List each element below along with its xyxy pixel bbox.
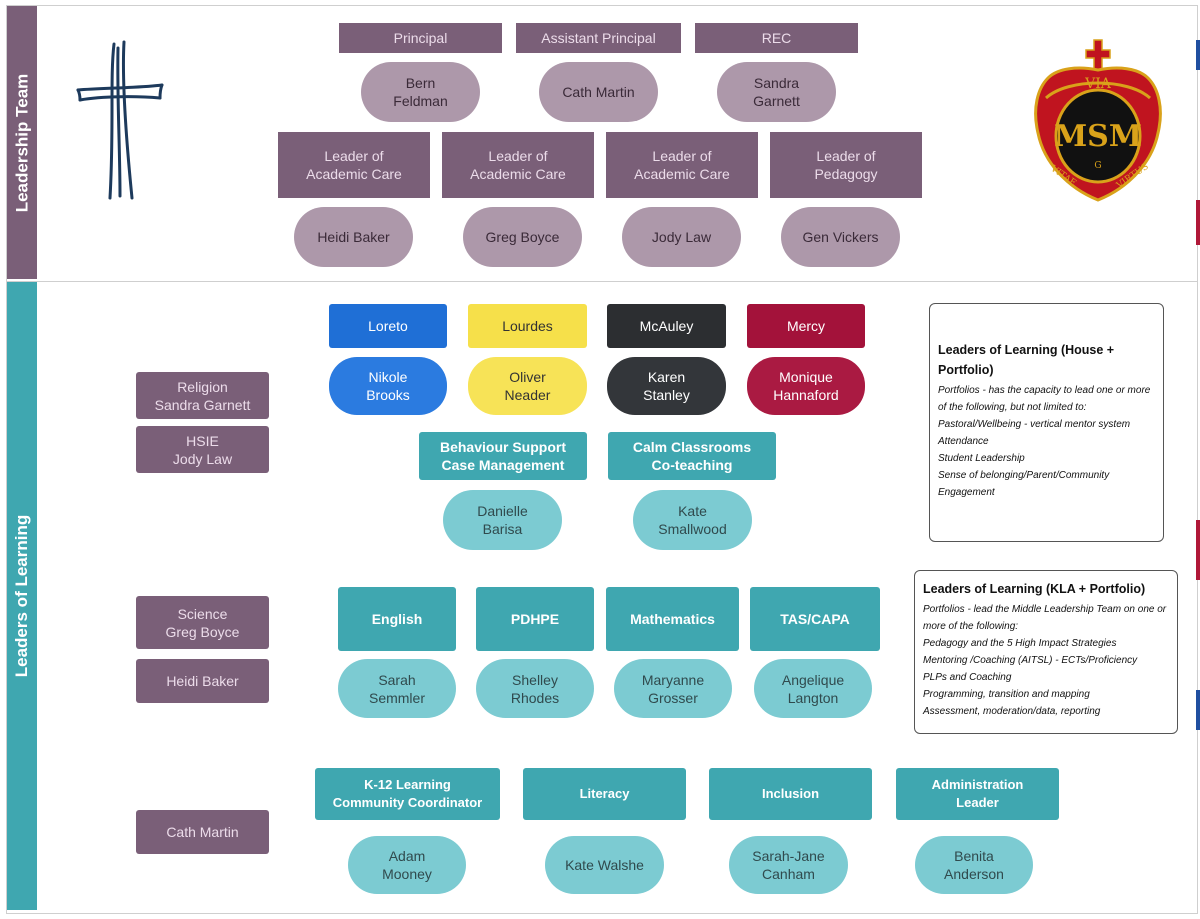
kla-tas-capa: TAS/CAPA <box>750 587 880 651</box>
person-inclusion: Sarah-Jane Canham <box>729 836 848 894</box>
info-box-line: Assessment, moderation/data, reporting <box>923 706 1101 717</box>
role-assistant-principal: Assistant Principal <box>516 23 681 53</box>
role-calm-classrooms: Calm Classrooms Co-teaching <box>608 432 776 480</box>
info-box-line: Portfolios - has the capacity to lead on… <box>938 385 1151 413</box>
svg-text:VIA: VIA <box>1084 76 1112 92</box>
role-leader-academic-care: Leader of Academic Care <box>278 132 430 198</box>
leaders-of-learning-sidebar: Leaders of Learning <box>7 282 37 910</box>
info-box-house-portfolio: Leaders of Learning (House + Portfolio) … <box>929 303 1164 542</box>
info-box-line: Student Leadership <box>938 453 1025 464</box>
info-box-line: Portfolios - lead the Middle Leadership … <box>923 604 1167 632</box>
role-k12-coordinator: K-12 Learning Community Coordinator <box>315 768 500 820</box>
edge-accent <box>1196 520 1200 580</box>
house-leader-mcauley: Karen Stanley <box>607 357 726 415</box>
dept-religion: Religion Sandra Garnett <box>136 372 269 419</box>
cross-logo-icon <box>76 40 164 200</box>
house-mcauley: McAuley <box>607 304 726 348</box>
info-box-line: Pedagogy and the 5 High Impact Strategie… <box>923 638 1117 649</box>
person-behaviour-support: Danielle Barisa <box>443 490 562 550</box>
person-english: Sarah Semmler <box>338 659 456 718</box>
role-leader-academic-care: Leader of Academic Care <box>442 132 594 198</box>
info-box-line: Mentoring /Coaching (AITSL) - ECTs/Profi… <box>923 655 1138 666</box>
person-calm-classrooms: Kate Smallwood <box>633 490 752 550</box>
person-pdhpe: Shelley Rhodes <box>476 659 594 718</box>
person-k12-coordinator: Adam Mooney <box>348 836 466 894</box>
person-leader: Heidi Baker <box>294 207 413 267</box>
house-mercy: Mercy <box>747 304 865 348</box>
role-principal: Principal <box>339 23 502 53</box>
role-inclusion: Inclusion <box>709 768 872 820</box>
info-box-line: Attendance <box>938 436 989 447</box>
person-literacy: Kate Walshe <box>545 836 664 894</box>
dept-heidi-baker: Heidi Baker <box>136 659 269 703</box>
role-leader-academic-care: Leader of Academic Care <box>606 132 758 198</box>
kla-pdhpe: PDHPE <box>476 587 594 651</box>
info-box-title: Leaders of Learning (House + Portfolio) <box>938 343 1115 377</box>
info-box-title: Leaders of Learning (KLA + Portfolio) <box>923 582 1146 596</box>
edge-accent <box>1196 690 1200 730</box>
info-box-line: Pastoral/Wellbeing - vertical mentor sys… <box>938 419 1131 430</box>
person-assistant-principal: Cath Martin <box>539 62 658 122</box>
person-leader: Greg Boyce <box>463 207 582 267</box>
role-rec: REC <box>695 23 858 53</box>
dept-science: Science Greg Boyce <box>136 596 269 649</box>
leaders-of-learning-label: Leaders of Learning <box>12 514 32 678</box>
info-box-kla-portfolio: Leaders of Learning (KLA + Portfolio) Po… <box>914 570 1178 734</box>
dept-hsie: HSIE Jody Law <box>136 426 269 473</box>
school-crest-icon: VIA MSM G VITAE VIRTUS <box>1034 39 1162 202</box>
role-behaviour-support: Behaviour Support Case Management <box>419 432 587 480</box>
person-principal: Bern Feldman <box>361 62 480 122</box>
house-leader-mercy: Monique Hannaford <box>747 357 865 415</box>
dept-cath-martin: Cath Martin <box>136 810 269 854</box>
person-rec: Sandra Garnett <box>717 62 836 122</box>
person-administration-leader: Benita Anderson <box>915 836 1033 894</box>
info-box-line: Sense of belonging/Parent/Community Enga… <box>938 470 1110 498</box>
role-leader-pedagogy: Leader of Pedagogy <box>770 132 922 198</box>
house-leader-loreto: Nikole Brooks <box>329 357 447 415</box>
person-leader: Gen Vickers <box>781 207 900 267</box>
leadership-team-label: Leadership Team <box>12 73 32 212</box>
person-tas-capa: Angelique Langton <box>754 659 872 718</box>
house-loreto: Loreto <box>329 304 447 348</box>
kla-mathematics: Mathematics <box>606 587 739 651</box>
kla-english: English <box>338 587 456 651</box>
house-leader-lourdes: Oliver Neader <box>468 357 587 415</box>
svg-text:MSM: MSM <box>1054 119 1142 154</box>
role-administration-leader: Administration Leader <box>896 768 1059 820</box>
role-literacy: Literacy <box>523 768 686 820</box>
house-lourdes: Lourdes <box>468 304 587 348</box>
edge-accent <box>1196 200 1200 245</box>
leadership-team-sidebar: Leadership Team <box>7 6 37 279</box>
svg-text:G: G <box>1094 161 1101 171</box>
person-leader: Jody Law <box>622 207 741 267</box>
edge-accent <box>1196 40 1200 70</box>
info-box-line: PLPs and Coaching <box>923 672 1012 683</box>
person-mathematics: Maryanne Grosser <box>614 659 732 718</box>
info-box-line: Programming, transition and mapping <box>923 689 1090 700</box>
leaders-of-learning-panel <box>6 281 1198 914</box>
